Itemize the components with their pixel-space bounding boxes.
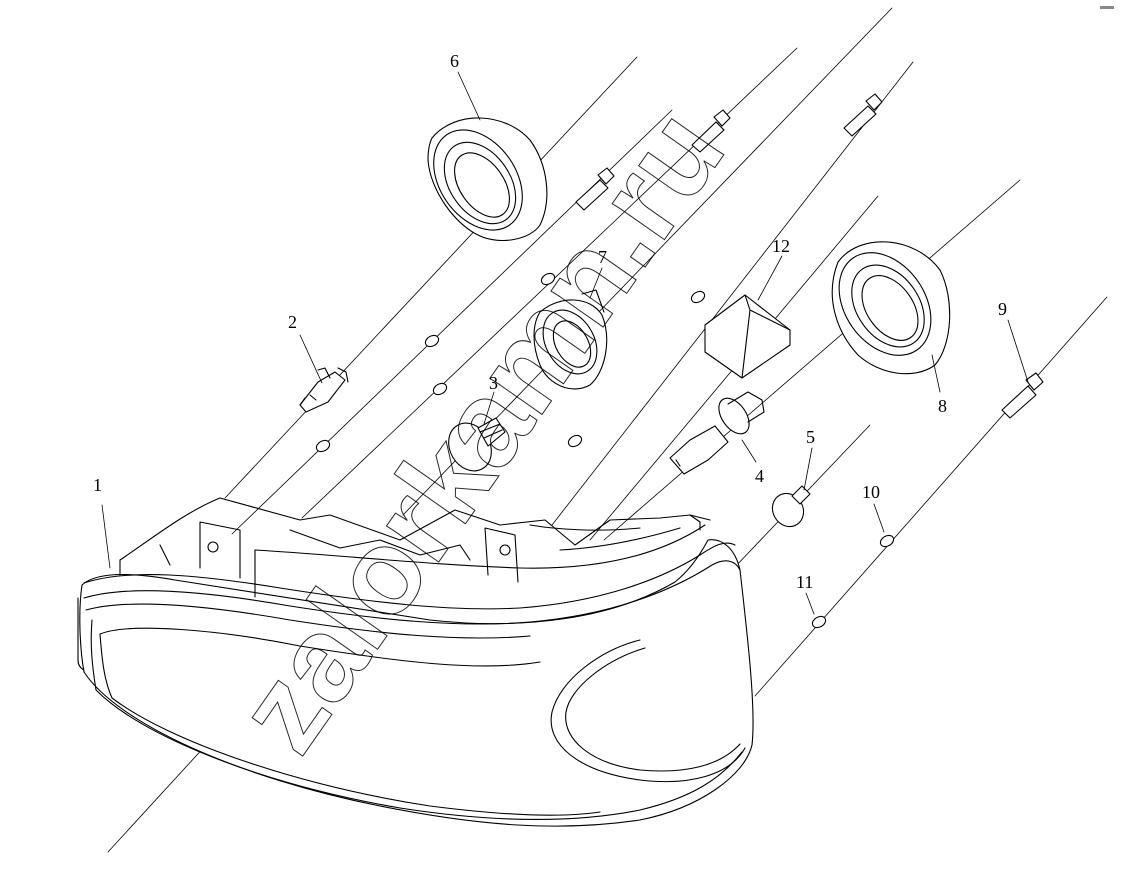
callout-8: 8: [938, 396, 947, 416]
headlamp-housing: [77, 497, 754, 827]
callout-leaders: [101, 71, 1029, 615]
callout-7: 7: [598, 247, 607, 267]
bulb-3: [448, 417, 506, 472]
callout-2: 2: [288, 312, 297, 332]
bulb-5: [771, 485, 811, 528]
screw-9: [1001, 372, 1044, 419]
callout-3: 3: [489, 373, 498, 393]
screw-upper-right: [843, 93, 883, 137]
callout-11: 11: [796, 572, 813, 592]
connector-block: [704, 294, 791, 379]
bulb-cap-lower: [831, 241, 951, 375]
callout-6: 6: [450, 51, 459, 71]
callout-labels: 1 2 3 4 5 6 7 8 9 10 11 12: [93, 51, 1007, 592]
callout-10: 10: [862, 482, 880, 502]
screw-upper-mid: [691, 109, 731, 153]
washers: [315, 272, 895, 629]
corner-mark: [1100, 6, 1114, 9]
callout-9: 9: [998, 299, 1007, 319]
screw-upper-left: [575, 167, 615, 211]
socket-cover: [533, 289, 608, 390]
callout-5: 5: [806, 427, 815, 447]
bulb-2: [299, 367, 349, 413]
bulb-4: [669, 391, 765, 475]
callout-4: 4: [755, 466, 764, 486]
callout-1: 1: [93, 475, 102, 495]
bulb-cap-upper: [427, 117, 548, 242]
callout-12: 12: [772, 236, 790, 256]
